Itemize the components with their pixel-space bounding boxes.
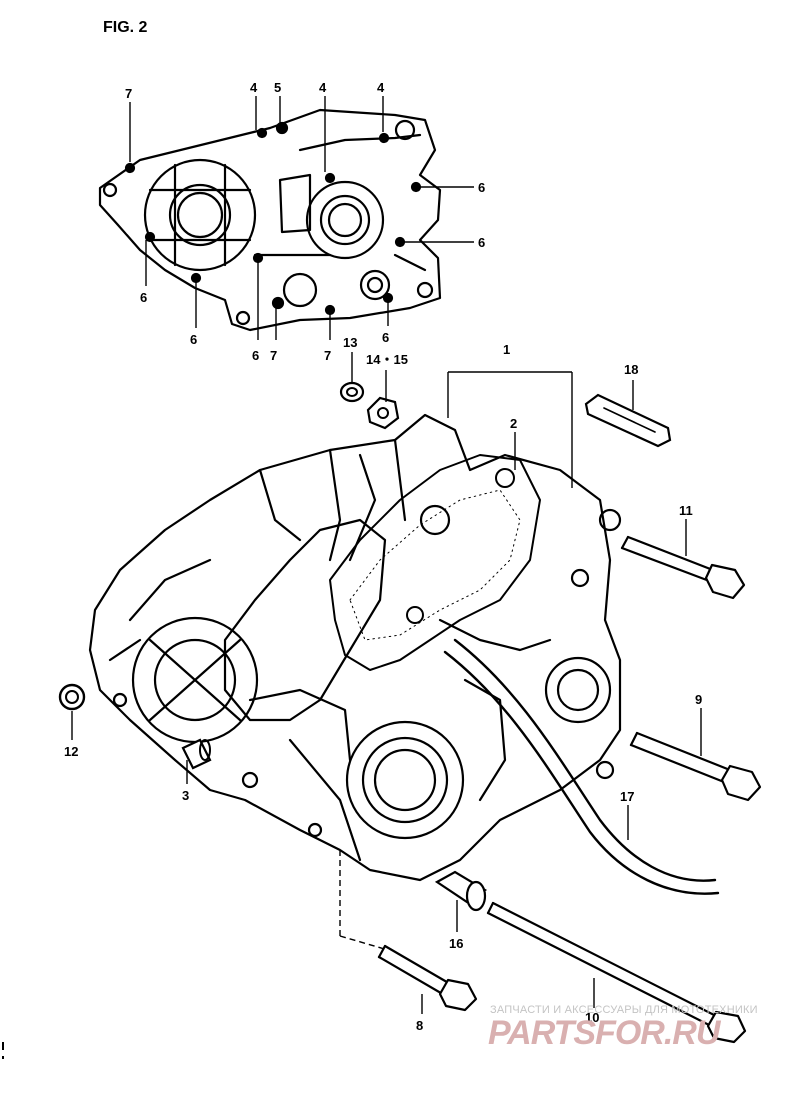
callout-18: 18 (624, 362, 638, 377)
dowel-16 (434, 870, 488, 912)
plate-14-15 (366, 396, 400, 430)
callout-5: 5 (274, 80, 281, 95)
callout-6-bottom-center: 6 (252, 348, 259, 363)
callout-13: 13 (343, 335, 357, 350)
callout-7-bottom-right: 7 (324, 348, 331, 363)
callout-6-right-upper: 6 (478, 180, 485, 195)
dowel-pin-3 (181, 738, 212, 770)
callout-4-center: 4 (319, 80, 327, 95)
callout-11: 11 (679, 503, 693, 518)
callout-labels: 7 4 5 4 4 6 6 6 6 6 6 7 7 13 14・15 1 2 1… (64, 80, 702, 1033)
callout-4-left: 4 (250, 80, 258, 95)
figure-label: FIG. 2 (103, 19, 148, 36)
plug-12 (58, 683, 86, 711)
watermark-caption: ЗАПЧАСТИ И АКСЕССУАРЫ ДЛЯ МОТОТЕХНИКИ (490, 1004, 758, 1016)
callout-6-bottom-left: 6 (190, 332, 197, 347)
callout-4-right: 4 (377, 80, 385, 95)
callout-14-15: 14・15 (366, 352, 408, 367)
leader-lines (71, 96, 702, 1014)
callout-6-left: 6 (140, 290, 147, 305)
bolt-11 (620, 535, 746, 600)
bolt-9 (629, 731, 762, 802)
callout-8: 8 (416, 1018, 423, 1033)
crankcase-assembly (88, 413, 622, 882)
callout-6-right-lower: 6 (478, 235, 485, 250)
crankcase-gasket (329, 454, 541, 671)
oil-seal-13 (339, 381, 365, 403)
callout-7-top-left: 7 (125, 86, 132, 101)
callout-1: 1 (503, 342, 510, 357)
bolt-8 (377, 944, 478, 1012)
callout-12: 12 (64, 744, 78, 759)
callout-9: 9 (695, 692, 702, 707)
watermark-brand: PARTSFOR.RU (488, 1014, 722, 1052)
edge-marks (2, 1042, 4, 1059)
watermark: ЗАПЧАСТИ И АКСЕССУАРЫ ДЛЯ МОТОТЕХНИКИ PA… (488, 1004, 758, 1052)
callout-6-bottom-right: 6 (382, 330, 389, 345)
breather-hose-17 (443, 638, 720, 895)
callout-10: 10 (585, 1010, 599, 1025)
callout-3: 3 (182, 788, 189, 803)
callout-7-bottom-center: 7 (270, 348, 277, 363)
bolt-10 (486, 901, 747, 1044)
callout-17: 17 (620, 789, 634, 804)
bracket-18 (584, 393, 672, 448)
crankcase-cover-plate (98, 108, 442, 332)
callout-16: 16 (449, 936, 463, 951)
callout-2: 2 (510, 416, 517, 431)
